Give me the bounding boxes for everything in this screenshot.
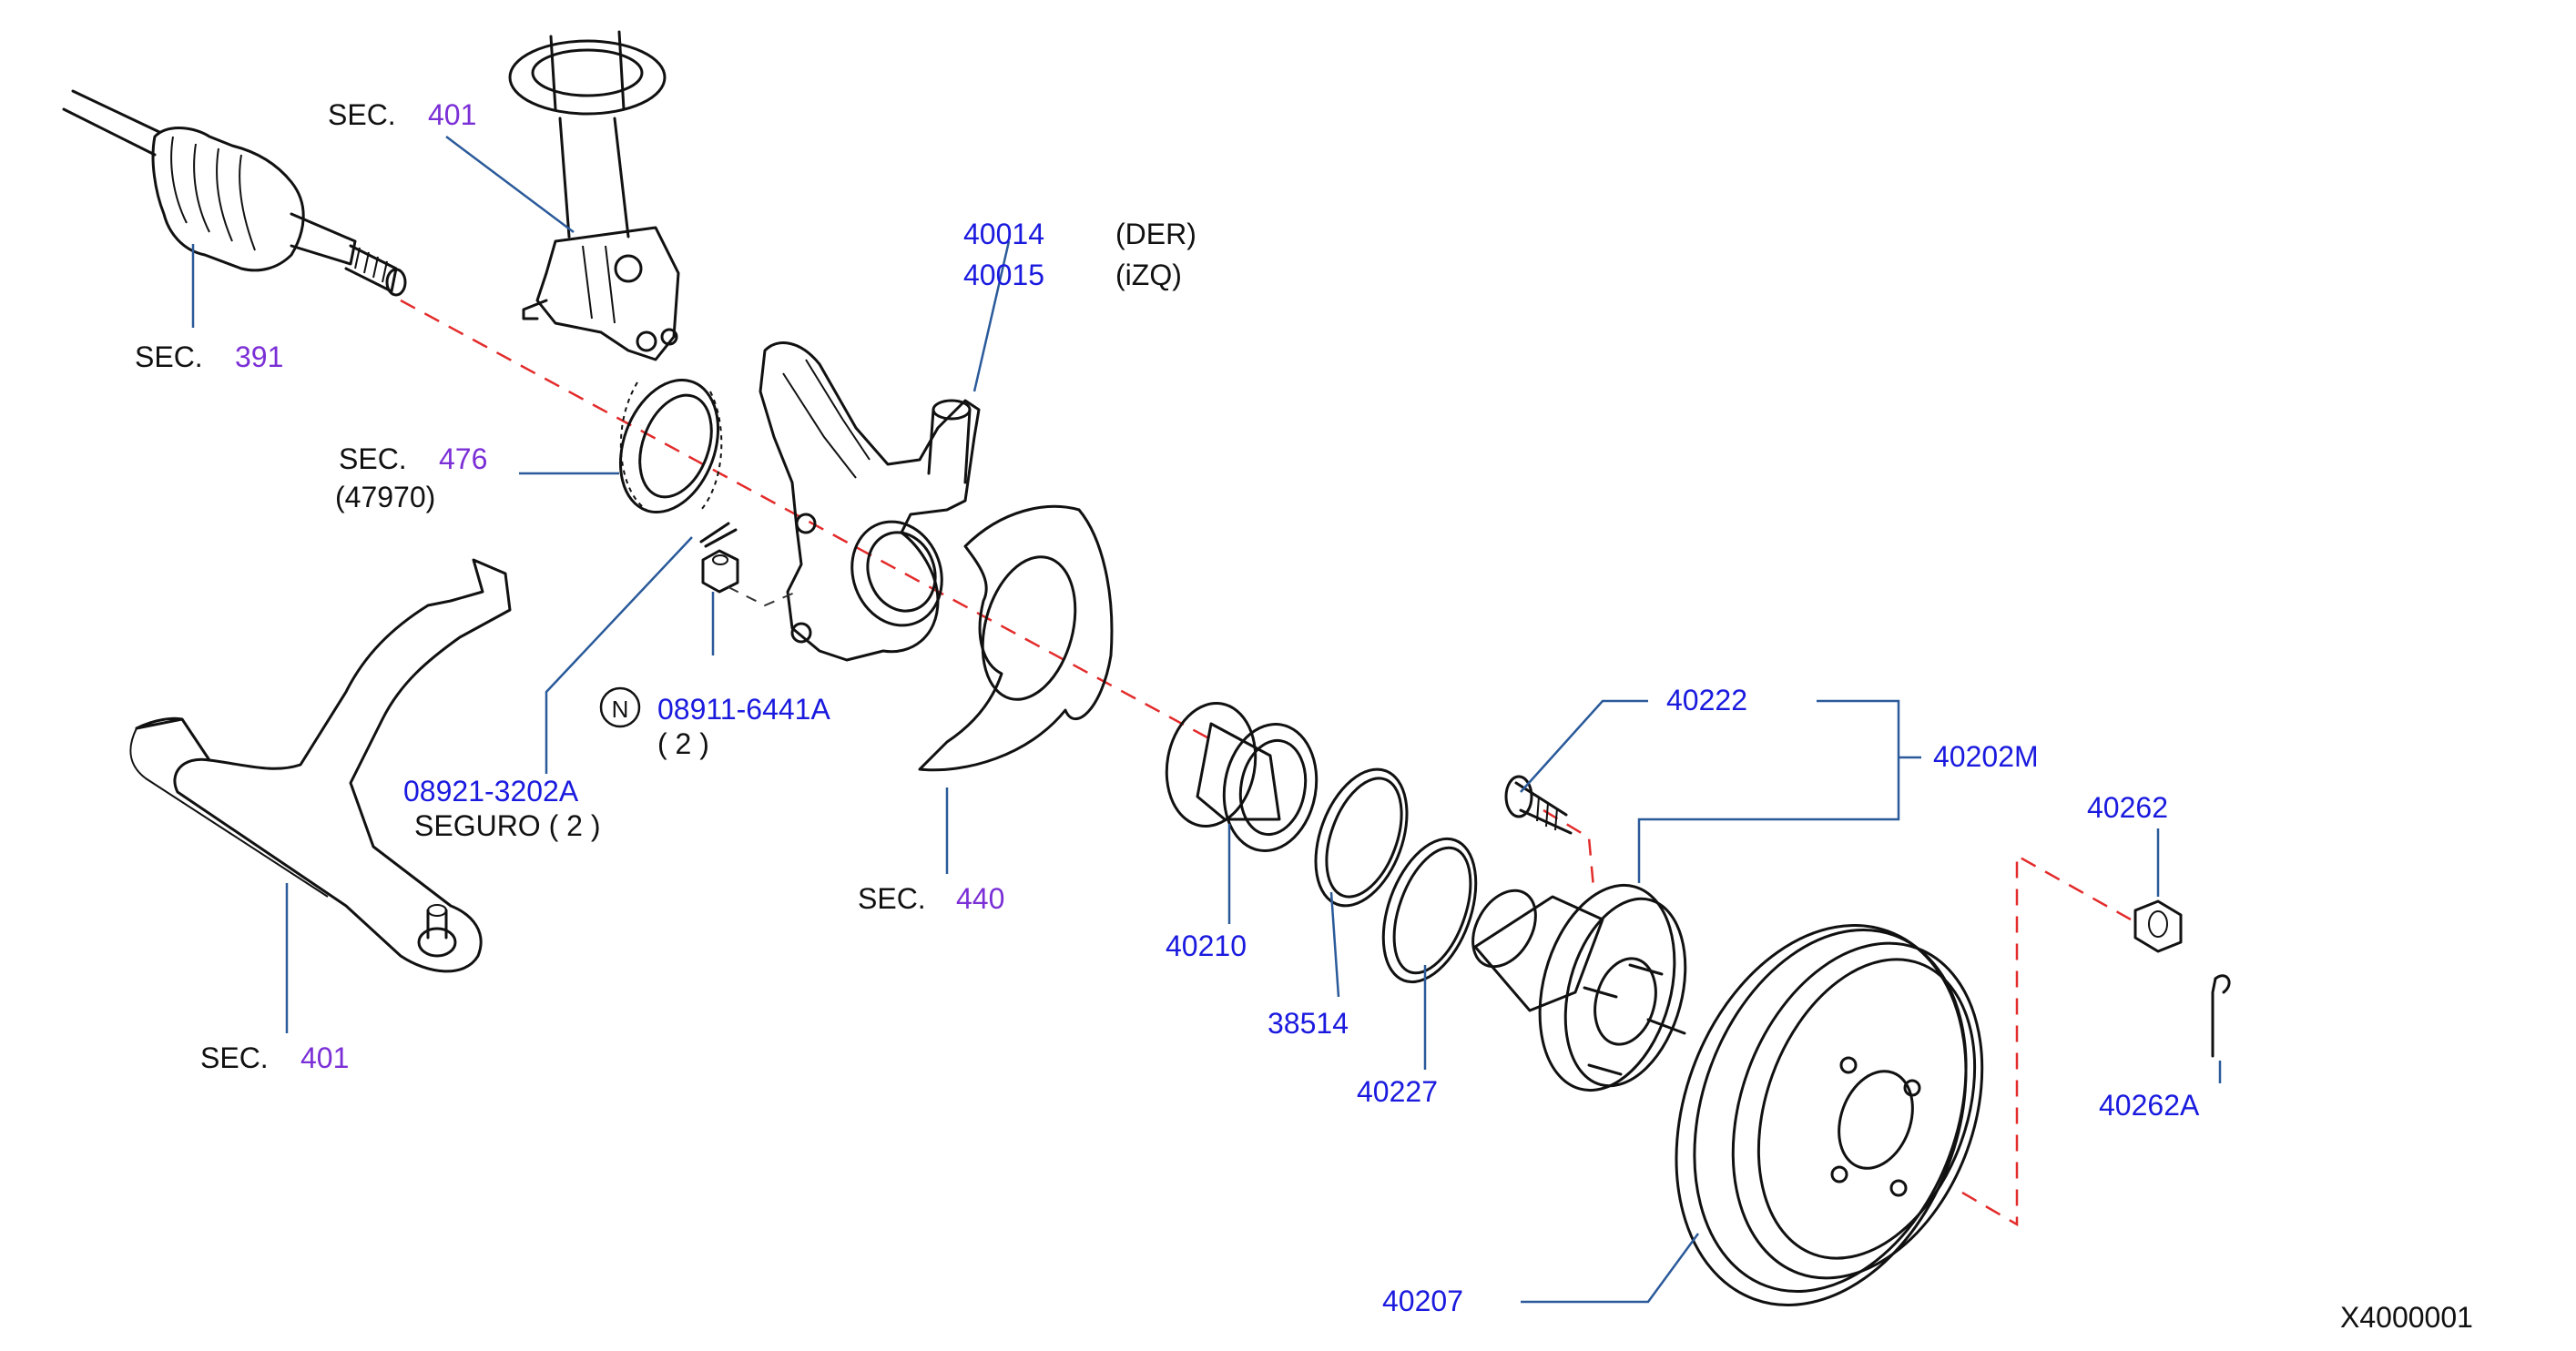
label-40014: 40014 (DER) bbox=[963, 218, 1196, 250]
label-40227: 40227 bbox=[1357, 1075, 1438, 1108]
label-40222: 40222 bbox=[1666, 684, 1747, 716]
label-40262A: 40262A bbox=[2099, 1089, 2200, 1122]
label-prefix: SEC. bbox=[328, 98, 396, 131]
label-sub: (47970) bbox=[335, 481, 435, 513]
label-40262: 40262 bbox=[2087, 791, 2168, 824]
drawing-id: X4000001 bbox=[2340, 1301, 2473, 1334]
steering-knuckle-part bbox=[759, 341, 981, 662]
lower-arm-part bbox=[129, 558, 512, 973]
badge-letter: N bbox=[612, 696, 629, 723]
wheel-nut-part bbox=[2133, 899, 2183, 953]
cotter-pin-part bbox=[2211, 974, 2231, 1058]
label-sec476: SEC. 476 (47970) bbox=[335, 442, 487, 513]
snap-ring-part bbox=[1314, 767, 1409, 908]
section-number: 476 bbox=[439, 442, 487, 475]
label-38514: 38514 bbox=[1268, 1007, 1349, 1040]
label-40207: 40207 bbox=[1382, 1285, 1463, 1317]
label-40202M: 40202M bbox=[1933, 740, 2039, 773]
wheel-hub-part bbox=[1471, 883, 1687, 1092]
drive-shaft-part bbox=[62, 89, 407, 297]
part-number: 40014 bbox=[963, 218, 1044, 250]
label-sec440: SEC. 440 bbox=[858, 882, 1004, 915]
n-badge-icon bbox=[599, 686, 641, 728]
label-08921: 08921-3202A SEGURO ( 2 ) bbox=[403, 775, 600, 842]
label-prefix: SEC. bbox=[200, 1041, 269, 1074]
part-note: (DER) bbox=[1115, 218, 1196, 250]
assembly-axis bbox=[400, 299, 2132, 1227]
strut-part bbox=[508, 30, 680, 361]
hub-bolt-part bbox=[1504, 775, 1573, 835]
part-note: (iZQ) bbox=[1115, 259, 1182, 291]
part-number: 08921-3202A bbox=[403, 775, 579, 808]
label-prefix: SEC. bbox=[135, 340, 203, 373]
label-prefix: SEC. bbox=[858, 882, 926, 915]
label-prefix: SEC. bbox=[339, 442, 407, 475]
label-08911: N 08911-6441A ( 2 ) bbox=[599, 686, 830, 760]
section-number: 401 bbox=[300, 1041, 349, 1074]
label-sec401-bottom: SEC. 401 bbox=[200, 1041, 349, 1074]
dust-shield-part bbox=[918, 504, 1114, 772]
sensor-ring-part bbox=[618, 378, 723, 514]
wheel-bearing-part bbox=[1165, 702, 1319, 852]
brake-rotor-part bbox=[1675, 924, 1984, 1306]
section-number: 391 bbox=[235, 340, 283, 373]
seal-ring-part bbox=[1381, 837, 1478, 984]
leader-lines bbox=[191, 136, 2222, 1304]
label-40210: 40210 bbox=[1166, 929, 1247, 962]
label-sec401-top: SEC. 401 bbox=[328, 98, 476, 131]
part-number: 08911-6441A bbox=[657, 693, 830, 726]
section-number: 401 bbox=[428, 98, 476, 131]
part-qty: ( 2 ) bbox=[657, 727, 709, 760]
part-note: SEGURO ( 2 ) bbox=[414, 809, 600, 842]
label-40015: 40015 (iZQ) bbox=[963, 259, 1182, 291]
section-number: 440 bbox=[956, 882, 1004, 915]
knuckle-nut-part bbox=[699, 522, 798, 607]
part-number: 40015 bbox=[963, 259, 1044, 291]
label-sec391: SEC. 391 bbox=[135, 340, 283, 373]
